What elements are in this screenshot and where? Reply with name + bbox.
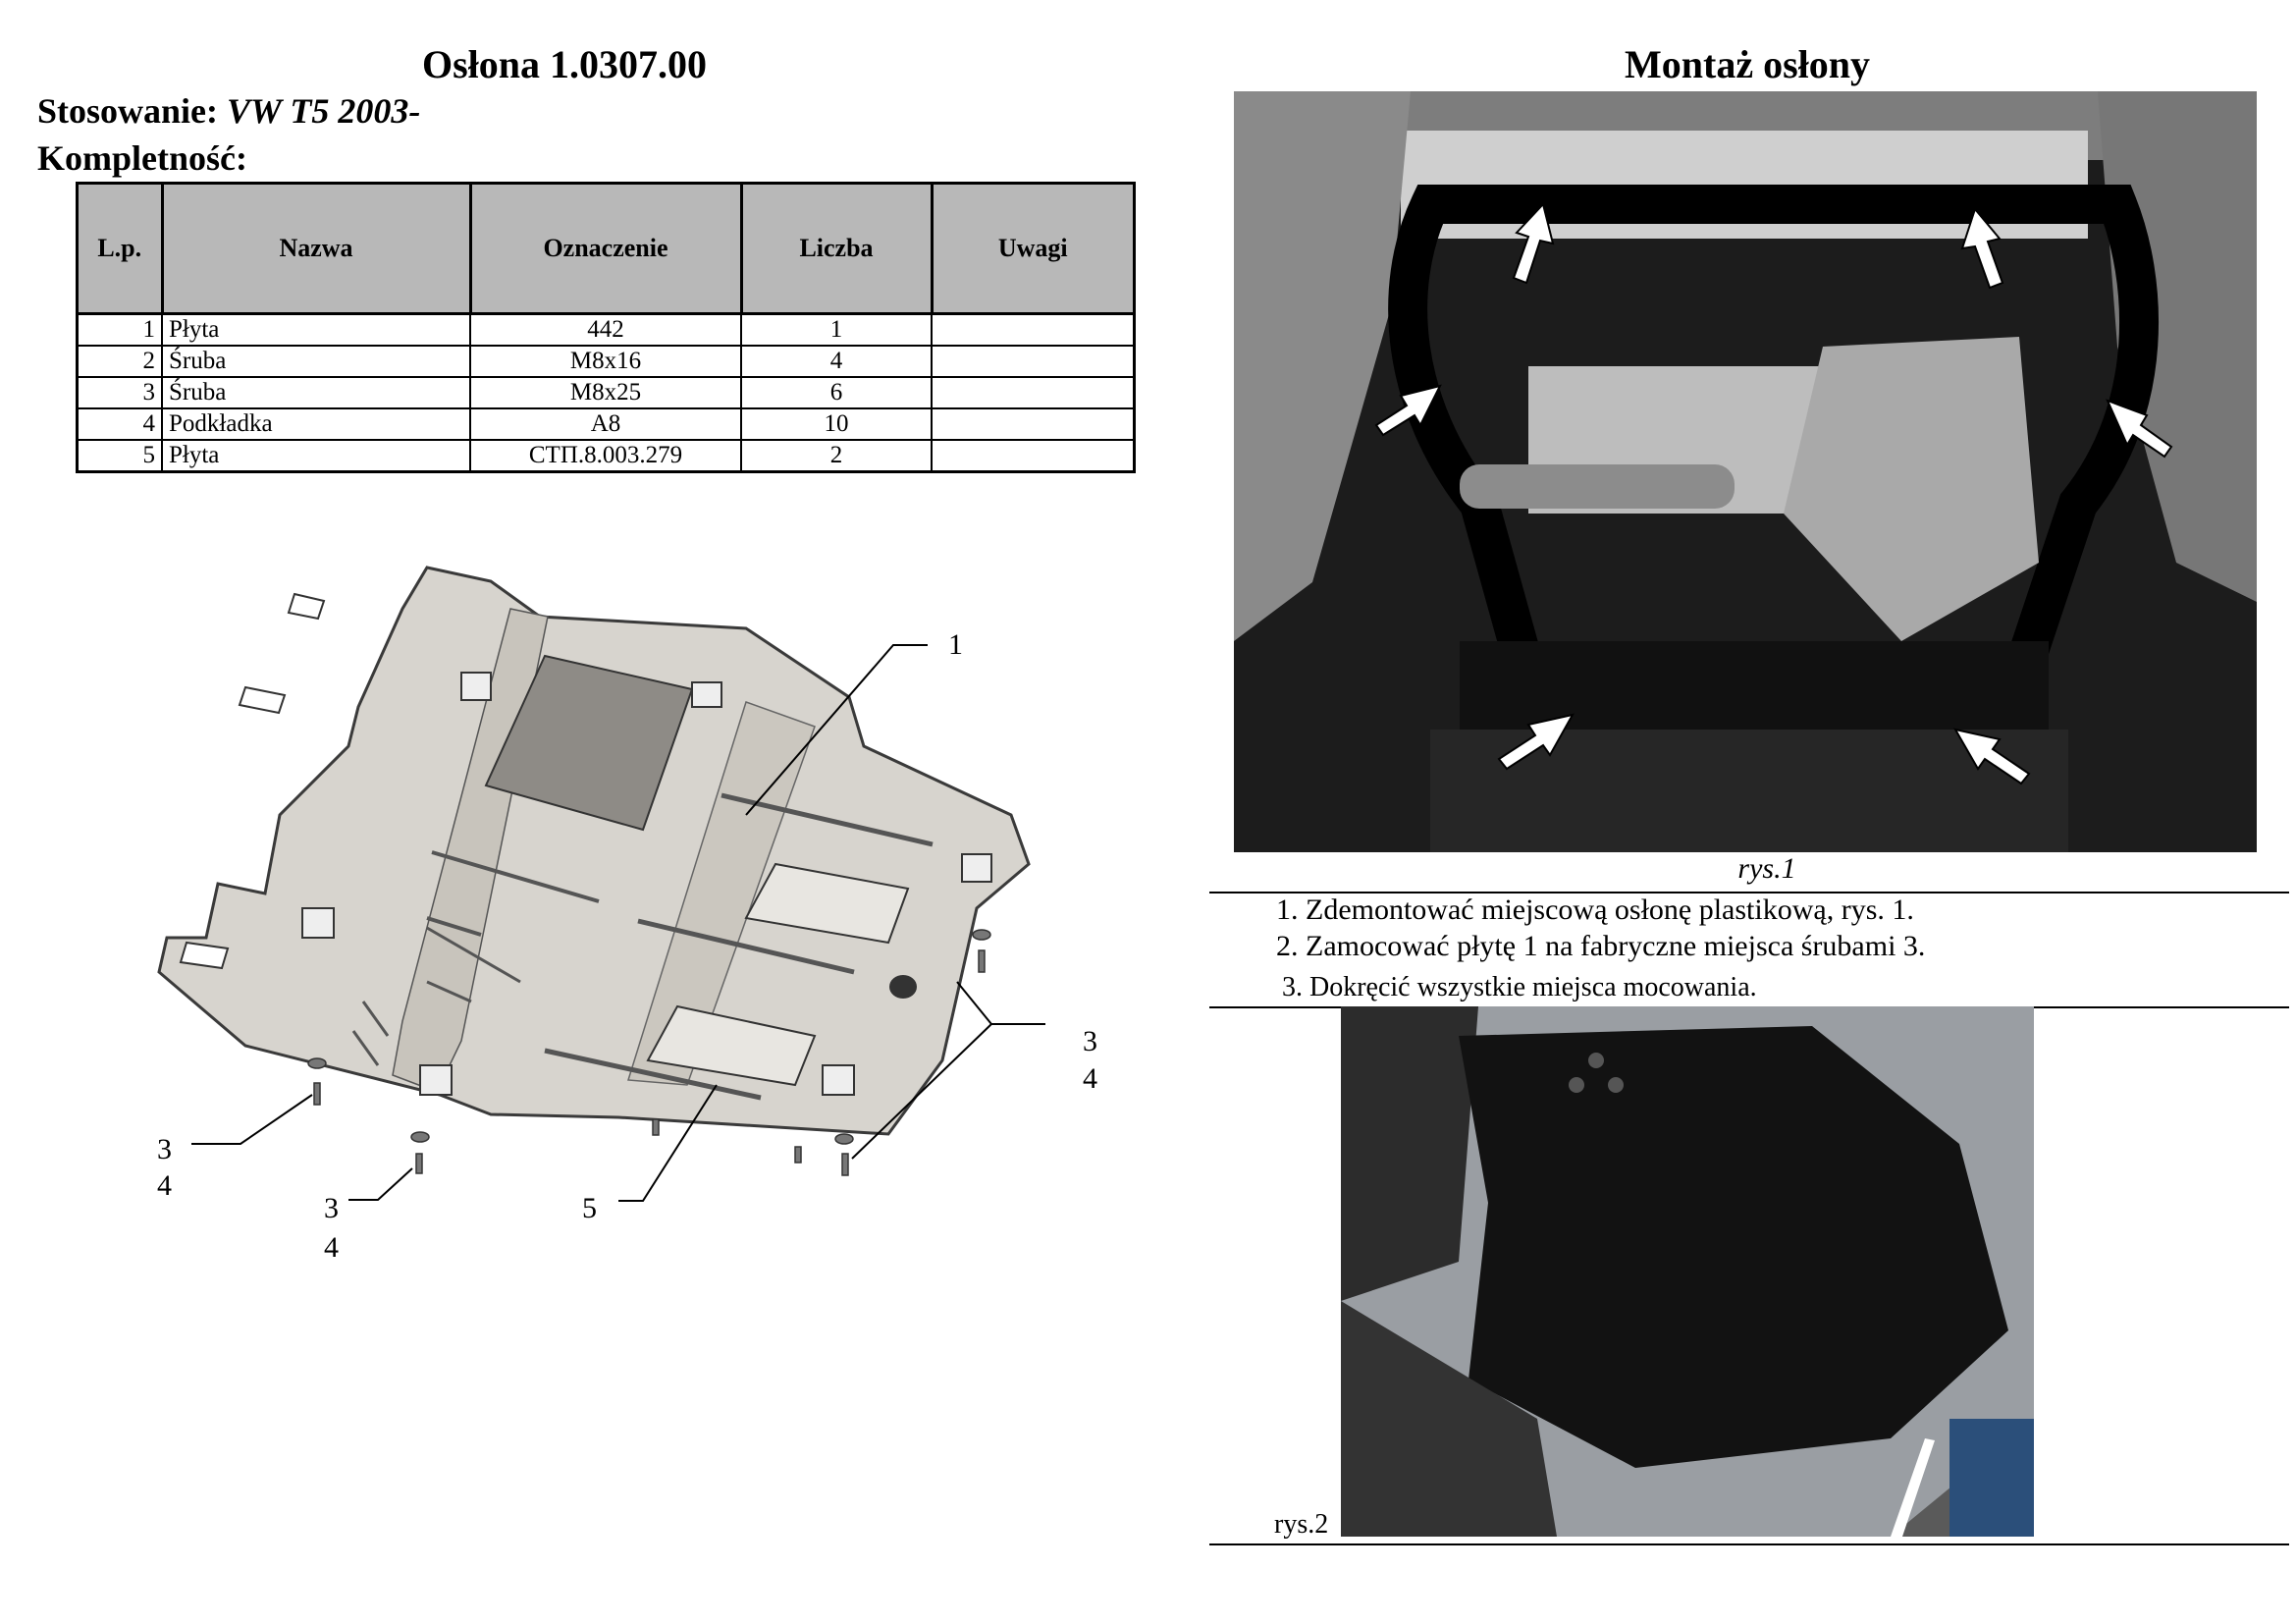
cell-name: Śruba — [161, 376, 471, 409]
cell-name: Płyta — [161, 312, 471, 347]
leader-lines — [191, 644, 1045, 1202]
cell-code: 442 — [469, 312, 742, 347]
step-item: 2. Zamocować płytę 1 na fabryczne miejsc… — [1276, 930, 1926, 962]
callout-plate: 1 — [948, 628, 963, 661]
step-item: 1. Zdemontować miejscową osłonę plastiko… — [1276, 893, 1914, 926]
col-header-qty: Liczba — [739, 182, 934, 315]
usage-label: Stosowanie: — [37, 91, 219, 131]
table-row: 2 Śruba M8x16 4 — [76, 345, 1136, 378]
cell-code: A8 — [469, 407, 742, 441]
col-header-code: Oznaczenie — [468, 182, 743, 315]
cell-qty: 4 — [740, 345, 933, 378]
callout-washer-right: 4 — [1083, 1062, 1097, 1095]
table-row: 5 Płyta СТП.8.003.279 2 — [76, 439, 1136, 473]
callout-washer-left: 4 — [157, 1169, 172, 1202]
cell-note — [931, 376, 1136, 409]
engine-underside-photo — [1234, 91, 2257, 852]
cell-note — [931, 345, 1136, 378]
figure-caption-2: rys.2 — [1274, 1509, 1329, 1540]
cell-lp: 4 — [76, 407, 163, 441]
col-header-lp: L.p. — [76, 182, 164, 315]
callout-bolt-left: 3 — [157, 1133, 172, 1165]
table-header-row: L.p. Nazwa Oznaczenie Liczba Uwagi — [76, 182, 1136, 315]
figure-caption-1: rys.1 — [1737, 852, 1796, 885]
cell-code: M8x16 — [469, 345, 742, 378]
cell-lp: 2 — [76, 345, 163, 378]
parts-table: L.p. Nazwa Oznaczenie Liczba Uwagi 1 Pły… — [76, 182, 1136, 473]
cell-lp: 3 — [76, 376, 163, 409]
arrow-icon — [1374, 201, 2173, 785]
usage-value: VW T5 2003- — [227, 91, 421, 131]
col-header-note: Uwagi — [930, 182, 1136, 315]
callout-bolt-bottom: 3 — [324, 1192, 339, 1224]
document-title: Osłona 1.0307.00 — [421, 42, 708, 86]
completeness-label: Kompletność: — [37, 138, 247, 178]
cell-qty: 10 — [740, 407, 933, 441]
usage-line: Stosowanie: VW T5 2003- — [37, 90, 420, 132]
installed-plate-photo — [1341, 1006, 2034, 1537]
table-row: 4 Podkładka A8 10 — [76, 407, 1136, 441]
divider — [1209, 892, 2289, 893]
mounting-title: Montaż osłony — [1625, 42, 1870, 86]
callout-sub-plate: 5 — [582, 1192, 597, 1224]
callout-washer-bottom: 4 — [324, 1231, 339, 1264]
skid-plate-illustration — [157, 566, 1031, 1136]
cell-lp: 5 — [76, 439, 163, 473]
cell-qty: 1 — [740, 312, 933, 347]
cell-name: Podkładka — [161, 407, 471, 441]
col-header-name: Nazwa — [160, 182, 472, 315]
cell-note — [931, 312, 1136, 347]
cell-qty: 2 — [740, 439, 933, 473]
cell-code: СТП.8.003.279 — [469, 439, 742, 473]
divider — [1209, 1543, 2289, 1545]
callout-bolt-right: 3 — [1083, 1025, 1097, 1057]
table-row: 3 Śruba M8x25 6 — [76, 376, 1136, 409]
cell-lp: 1 — [76, 312, 163, 347]
cell-note — [931, 407, 1136, 441]
arrow-icon — [1891, 1438, 1935, 1537]
assembly-diagram: 1 3 4 3 4 3 4 5 — [157, 566, 1097, 1264]
cell-code: M8x25 — [469, 376, 742, 409]
step-item: 3. Dokręcić wszystkie miejsca mocowania. — [1282, 972, 1757, 1002]
cell-name: Śruba — [161, 345, 471, 378]
cell-note — [931, 439, 1136, 473]
table-row: 1 Płyta 442 1 — [76, 312, 1136, 347]
bolt-icon — [307, 929, 991, 1176]
cell-name: Płyta — [161, 439, 471, 473]
cell-qty: 6 — [740, 376, 933, 409]
